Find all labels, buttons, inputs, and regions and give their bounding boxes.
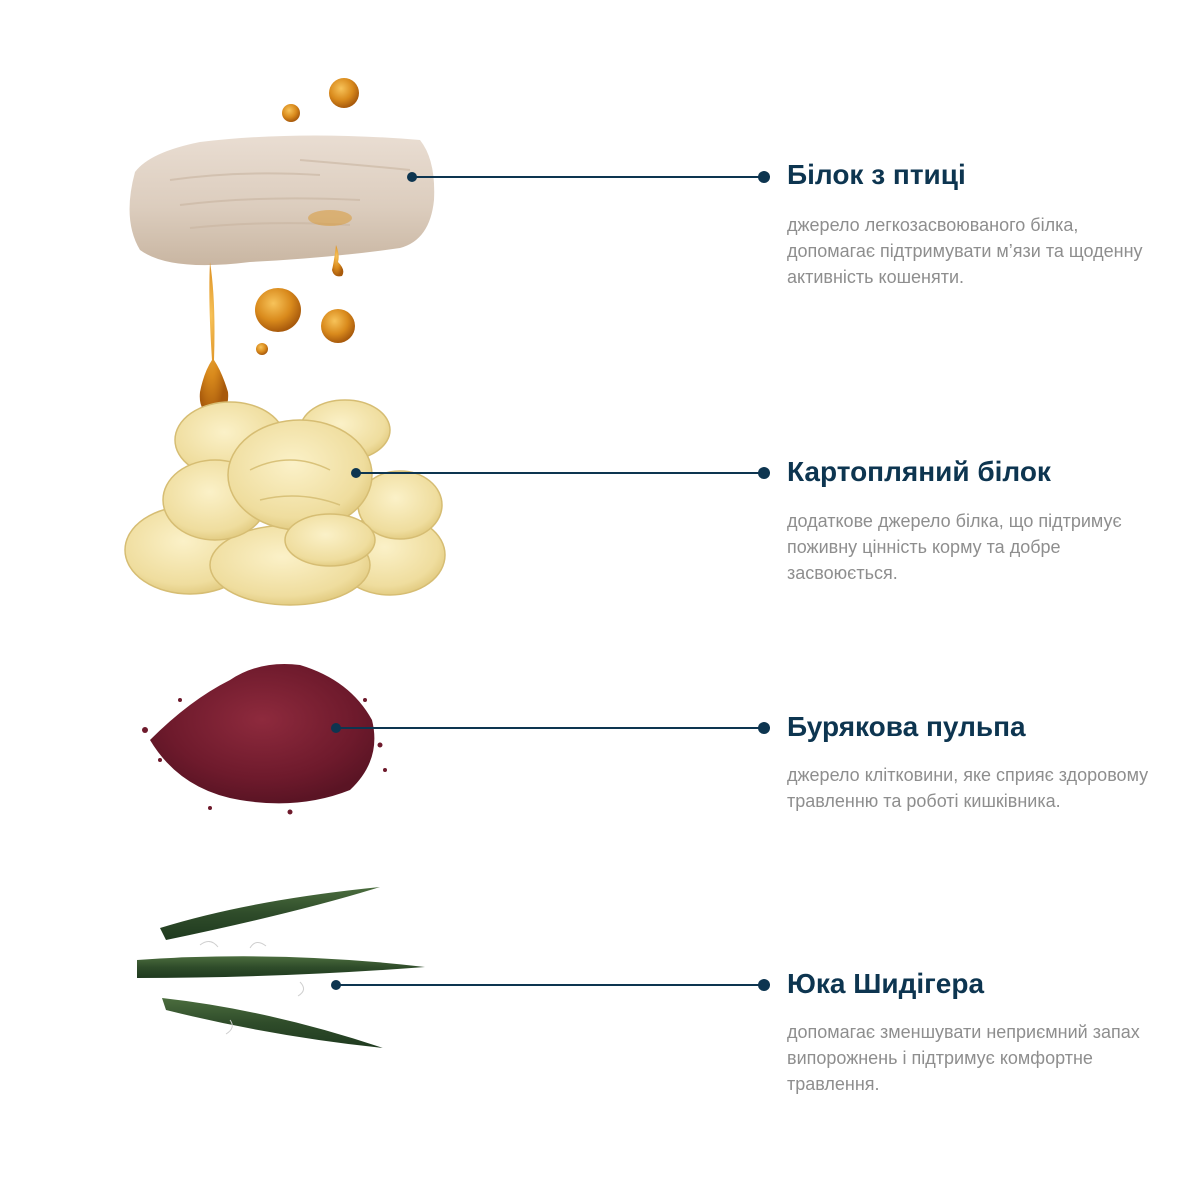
leader-line — [356, 472, 764, 474]
chicken-meat-icon — [129, 78, 435, 416]
leader-end-dot — [758, 979, 770, 991]
leader-line — [336, 984, 764, 986]
ingredient-description: джерело клітковини, яке сприяє здоровому… — [787, 765, 1149, 811]
leader-end-dot — [758, 467, 770, 479]
potato-chips-icon — [124, 399, 446, 606]
ingredient-title: Білок з птиці — [787, 159, 966, 190]
leader-line — [336, 727, 764, 729]
leader-end-dot — [758, 171, 770, 183]
yucca-leaves-icon — [137, 887, 425, 1048]
leader-end-dot — [758, 722, 770, 734]
ingredient-description: додаткове джерело білка, що підтримує по… — [787, 511, 1122, 583]
ingredient-title: Юка Шидігера — [787, 968, 985, 999]
beet-powder-icon — [142, 664, 387, 815]
ingredient-title: Картопляний білок — [787, 456, 1051, 487]
ingredient-title: Бурякова пульпа — [787, 711, 1026, 742]
leader-line — [412, 176, 764, 178]
ingredient-description: допомагає зменшувати неприємний запах ви… — [787, 1022, 1140, 1094]
ingredient-description: джерело легкозасвоюваного білка, допомаг… — [787, 215, 1143, 287]
